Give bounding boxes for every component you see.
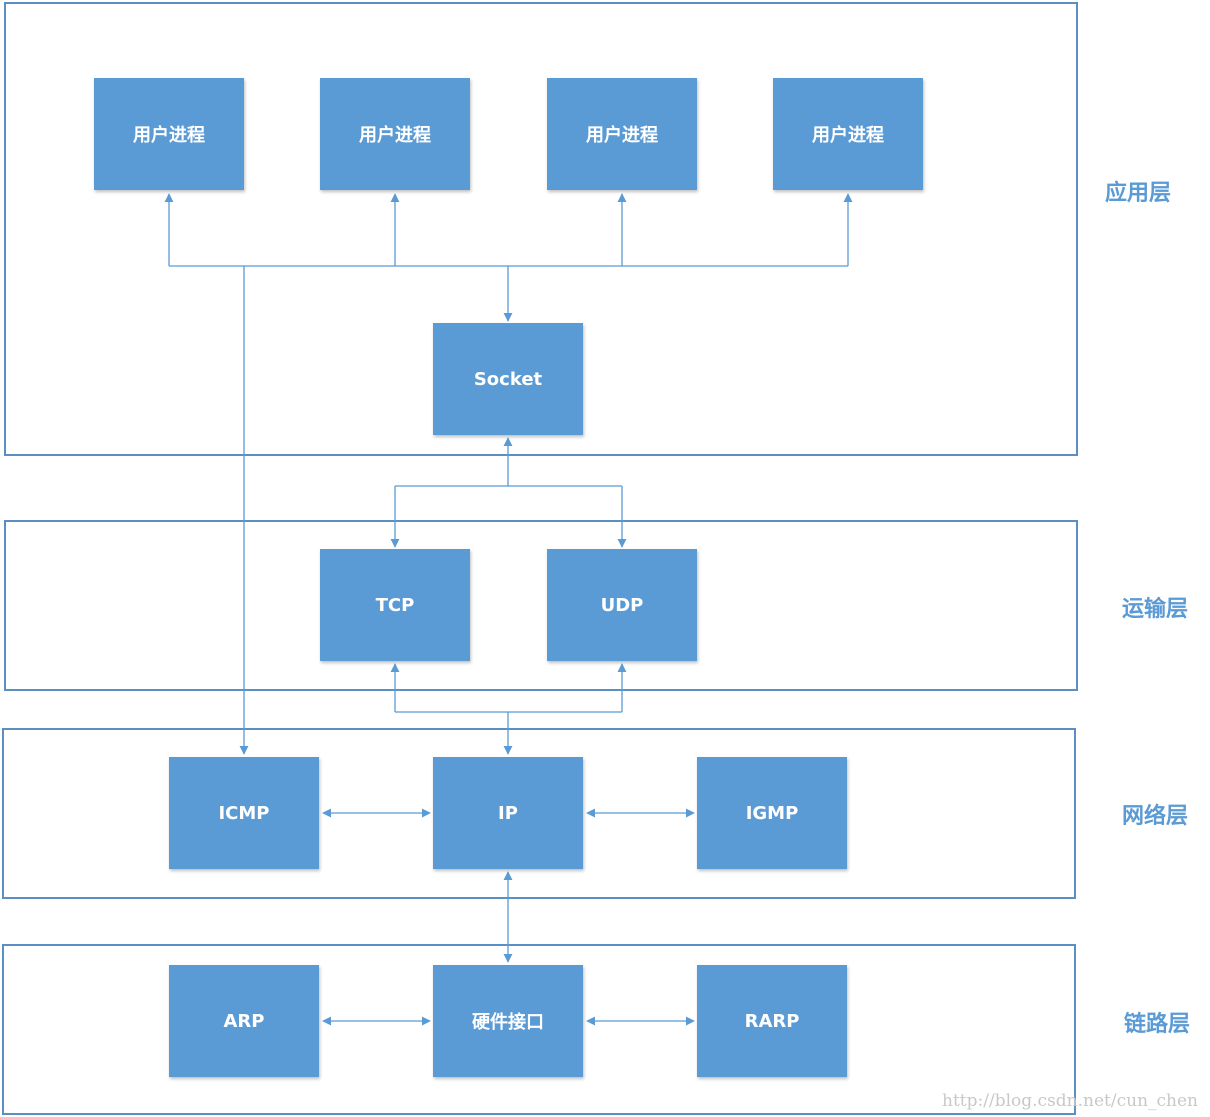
- ip-box: IP: [433, 757, 583, 869]
- socket-box: Socket: [433, 323, 583, 435]
- user-process-box-2: 用户进程: [320, 78, 470, 190]
- tcp-label: TCP: [375, 594, 415, 616]
- application-layer-label: 应用层: [1105, 181, 1172, 206]
- user-process-box-1: 用户进程: [94, 78, 244, 190]
- rarp-box: RARP: [697, 965, 847, 1077]
- user-process-box-3: 用户进程: [547, 78, 697, 190]
- rarp-label: RARP: [744, 1010, 800, 1032]
- user-process-label: 用户进程: [359, 125, 431, 146]
- transport-layer-frame: [4, 520, 1078, 691]
- icmp-label: ICMP: [218, 802, 270, 824]
- icmp-box: ICMP: [169, 757, 319, 869]
- socket-label: Socket: [473, 368, 543, 390]
- user-process-box-4: 用户进程: [773, 78, 923, 190]
- user-process-label: 用户进程: [812, 125, 884, 146]
- hardware-interface-label: 硬件接口: [472, 1012, 544, 1033]
- user-process-label: 用户进程: [586, 125, 658, 146]
- transport-layer-label: 运输层: [1122, 597, 1189, 622]
- arp-label: ARP: [223, 1010, 265, 1032]
- udp-label: UDP: [600, 594, 644, 616]
- user-process-label: 用户进程: [133, 125, 205, 146]
- igmp-box: IGMP: [697, 757, 847, 869]
- tcp-box: TCP: [320, 549, 470, 661]
- udp-box: UDP: [547, 549, 697, 661]
- network-layer-label: 网络层: [1122, 804, 1189, 829]
- arp-box: ARP: [169, 965, 319, 1077]
- ip-label: IP: [498, 802, 518, 824]
- link-layer-label: 链路层: [1124, 1012, 1191, 1037]
- igmp-label: IGMP: [745, 802, 799, 824]
- watermark: http://blog.csdn.net/cun_chen: [942, 1091, 1198, 1111]
- hardware-interface-box: 硬件接口: [433, 965, 583, 1077]
